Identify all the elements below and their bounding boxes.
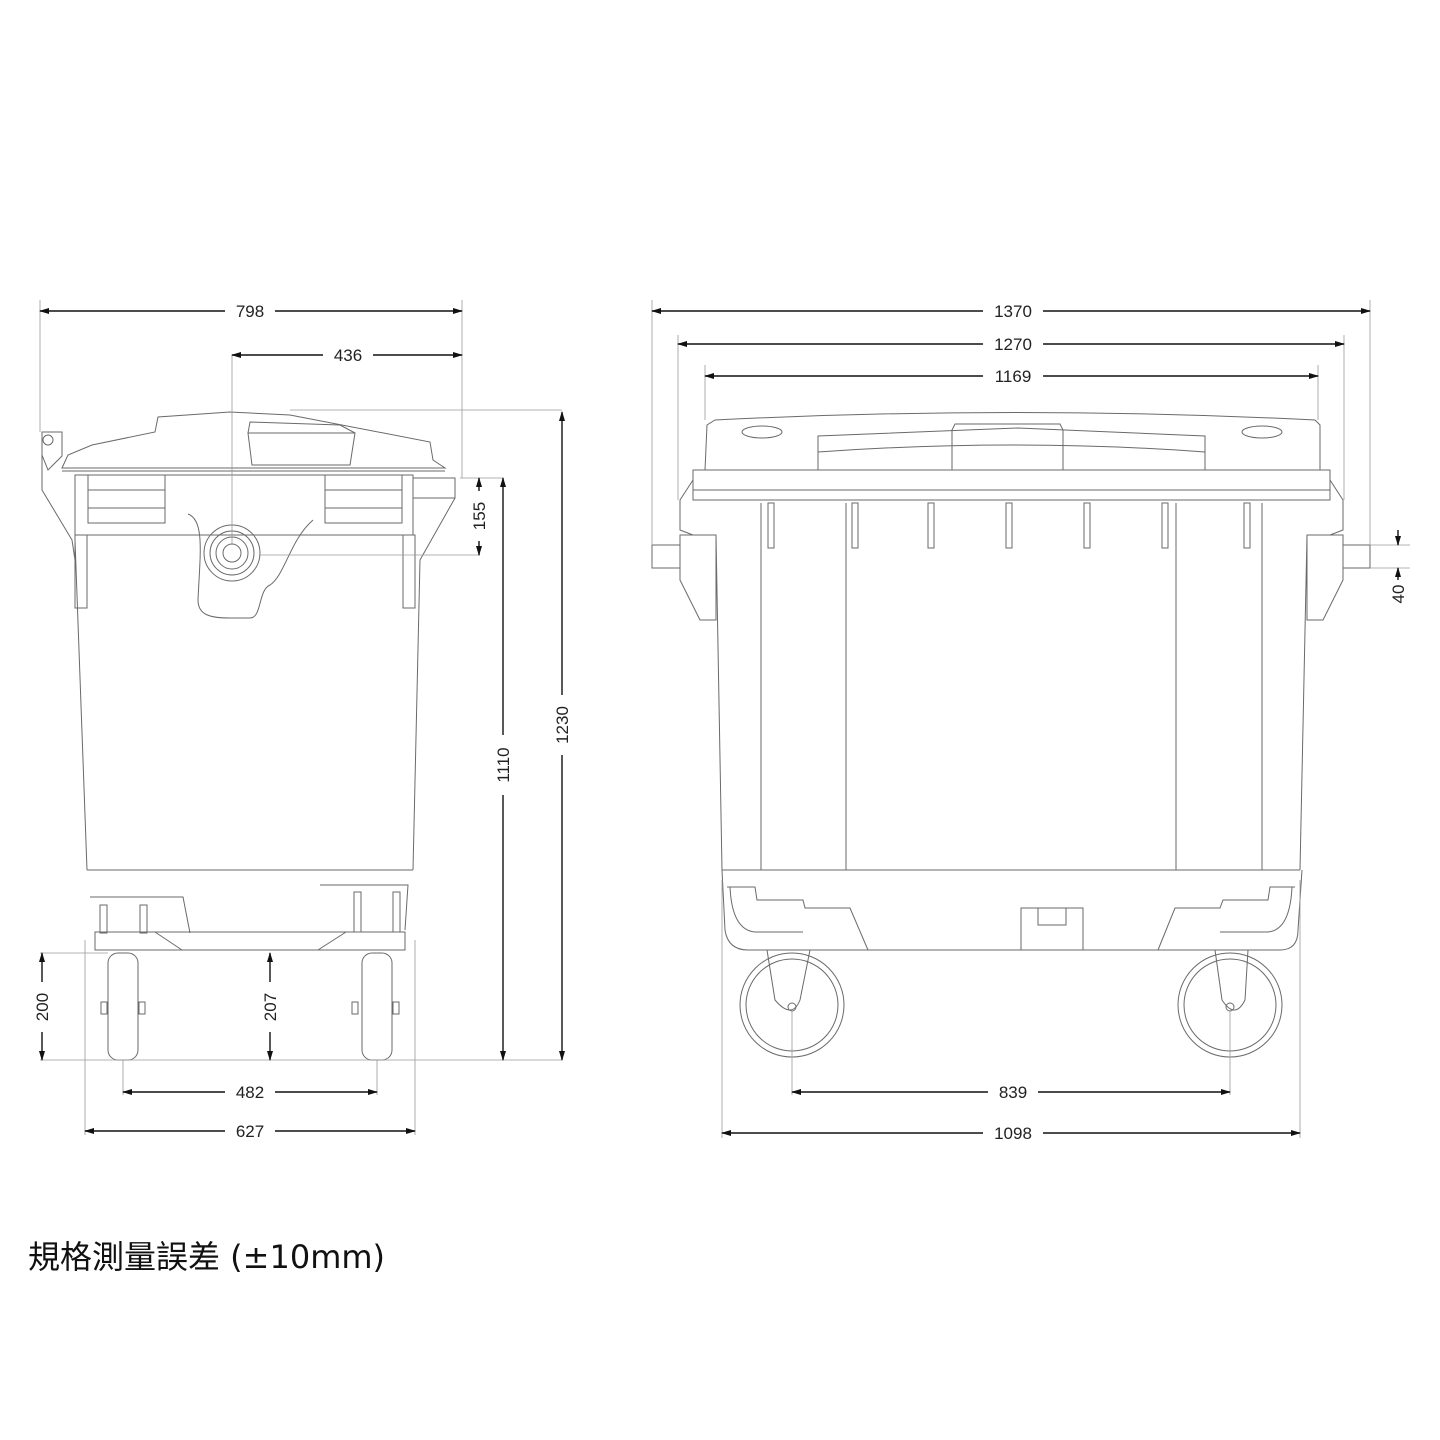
side-base <box>94 931 406 951</box>
dimension-label: 1270 <box>994 335 1032 354</box>
lid-handle <box>247 421 356 466</box>
dimension-label: 436 <box>334 346 362 365</box>
side-rim <box>74 474 414 536</box>
front-lid <box>704 412 1321 471</box>
dimension-lid-width: 1169 <box>704 367 1319 386</box>
side-wheel-left <box>107 952 139 1061</box>
side-lid <box>61 411 447 469</box>
dimension-label: 1370 <box>994 302 1032 321</box>
dimension-label: 1110 <box>494 747 513 782</box>
dimension-pedal-offset: 436 <box>231 346 463 365</box>
dimension-wheel-height: 200 <box>33 952 52 1061</box>
dimension-ground-clearance: 207 <box>261 952 280 1061</box>
foot-pedal-icon <box>187 513 314 619</box>
dimension-label: 627 <box>236 1122 264 1141</box>
front-rim <box>692 469 1331 501</box>
dimension-overall-width: 798 <box>39 302 463 321</box>
rib-marks <box>767 502 1251 549</box>
lift-pin-right <box>1342 544 1371 569</box>
dimension-label: 1169 <box>995 367 1032 386</box>
dimension-pedal-drop: 155 <box>470 477 489 556</box>
tolerance-note: 規格測量誤差 (±10mm) <box>28 1238 386 1276</box>
dimension-label: 1230 <box>553 706 572 744</box>
side-view-bin <box>39 300 562 1135</box>
front-base <box>721 869 1303 951</box>
dimension-label: 839 <box>999 1083 1027 1102</box>
dimension-label: 40 <box>1389 585 1408 604</box>
front-wheel-right <box>1177 949 1283 1095</box>
dimension-trunnion-span: 1270 <box>677 335 1345 354</box>
side-wheel-right <box>361 952 393 1061</box>
dimension-base-width: 627 <box>84 1122 416 1141</box>
dimension-overall-width: 1370 <box>651 302 1371 321</box>
dimension-wheel-track: 839 <box>791 1083 1231 1102</box>
dimension-label: 1098 <box>994 1124 1032 1143</box>
dimension-lines: 798 436 1230 1110 155 200 207 482 627 1370 1270 116… <box>33 302 1408 1143</box>
dimension-rim-height: 1110 <box>494 477 513 1061</box>
dimension-pin-diameter: 40 <box>1389 530 1408 603</box>
dimension-label: 482 <box>236 1083 264 1102</box>
front-view-bin <box>651 300 1410 1138</box>
dimension-label: 798 <box>236 302 264 321</box>
dimension-label: 200 <box>33 993 52 1021</box>
lift-pin-left <box>651 544 681 569</box>
hinge-icon <box>42 434 54 446</box>
dimension-label: 155 <box>470 502 489 530</box>
front-wheel-left <box>739 949 845 1095</box>
dimension-overall-height: 1230 <box>553 411 572 1061</box>
dimension-wheel-track: 482 <box>122 1083 378 1102</box>
dimension-base-width: 1098 <box>721 1124 1301 1143</box>
dimension-label: 207 <box>261 993 280 1021</box>
